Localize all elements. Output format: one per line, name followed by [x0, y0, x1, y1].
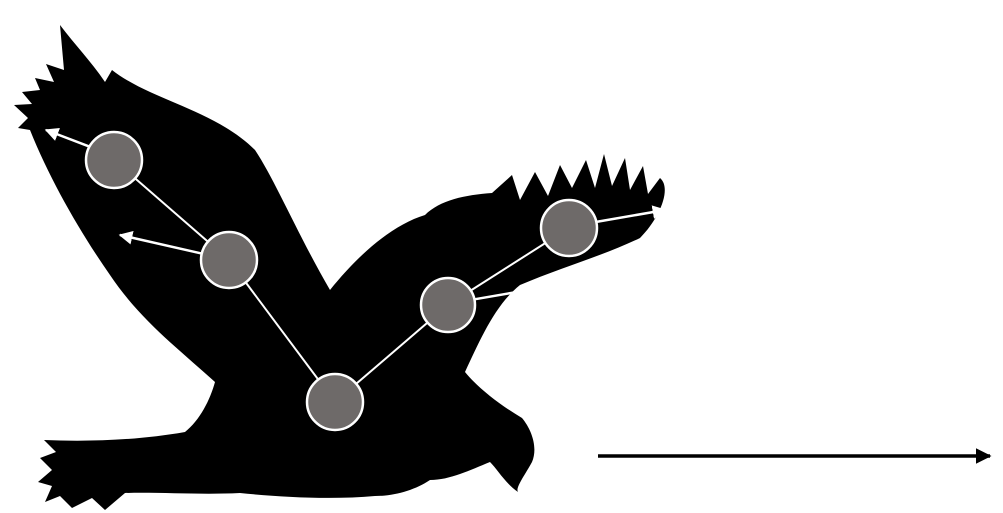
joint-left-elbow: [201, 232, 257, 288]
joint-right-elbow: [421, 278, 475, 332]
joint-right-wingtip: [541, 200, 597, 256]
joint-left-wingtip: [86, 132, 142, 188]
bird-silhouette: [14, 25, 665, 510]
joint-body-root: [307, 374, 363, 430]
